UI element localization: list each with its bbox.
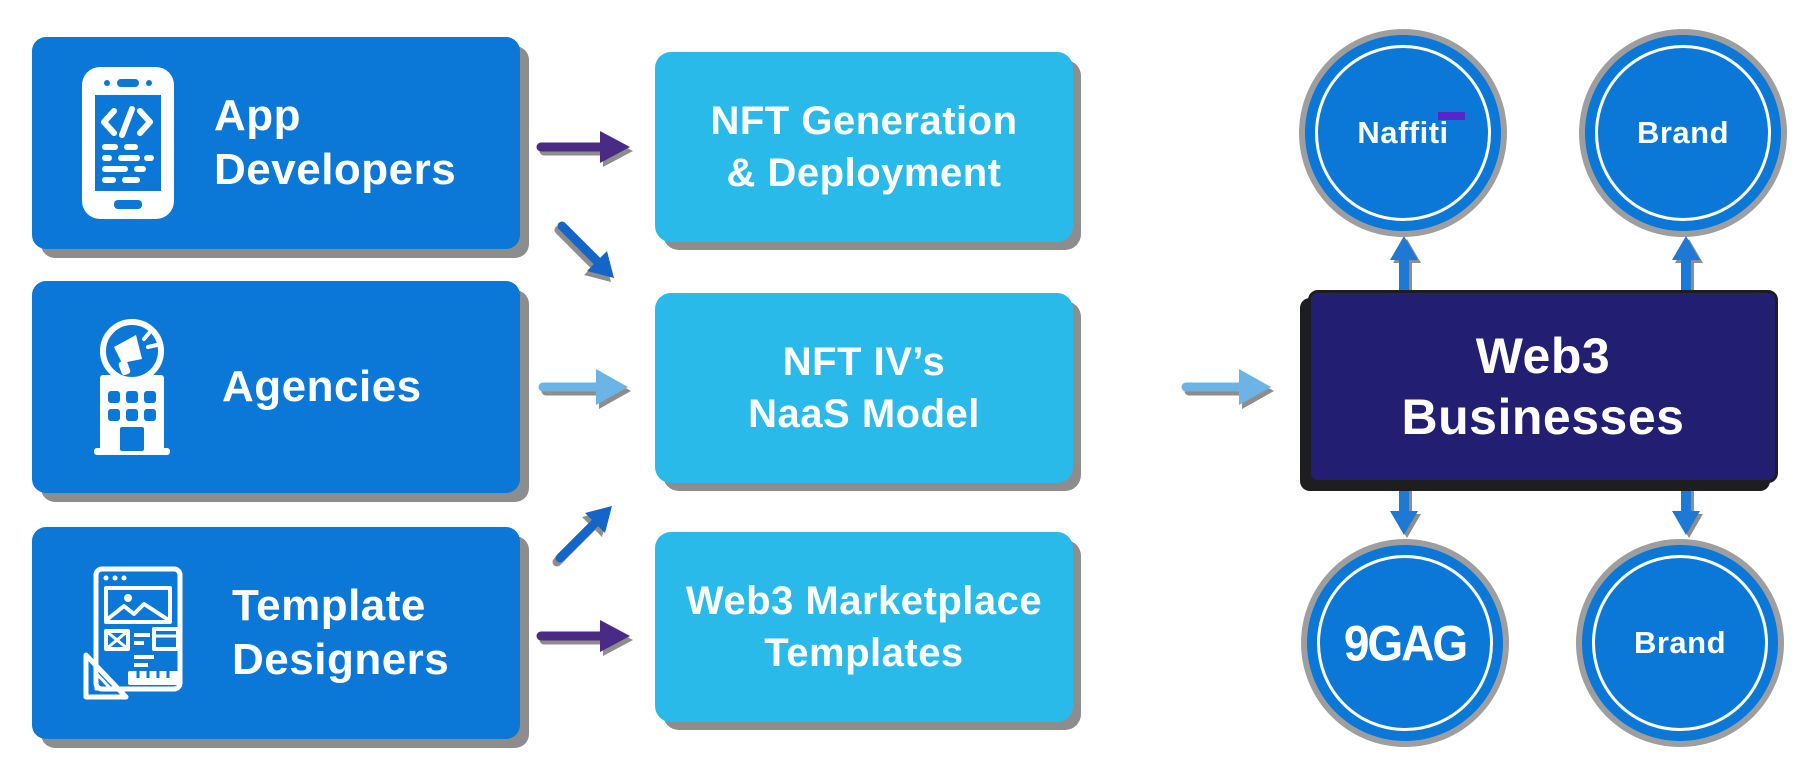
process-label: NFT Generation & Deployment (710, 95, 1017, 199)
arrow-app-developers-to-naas-model (554, 221, 614, 282)
arrow-web3-businesses-to-brand-top (1672, 236, 1703, 298)
partner-circle-9gag: 9GAG (1307, 545, 1503, 741)
destination-box-web3-businesses: Web3 Businesses (1308, 290, 1778, 483)
source-label-line: Template (232, 581, 426, 631)
arrow-naas-model-to-web3-businesses (1181, 369, 1274, 409)
process-box-nft-generation-deployment: NFT Generation & Deployment (655, 52, 1073, 242)
process-label-line: & Deployment (726, 151, 1002, 195)
arrow-template-designers-to-marketplace-templates (536, 620, 633, 656)
brand-label: Brand (1633, 625, 1727, 660)
arrow-agencies-to-naas-model (538, 369, 631, 409)
source-label: Agencies (222, 360, 422, 414)
destination-label-line: Web3 (1475, 327, 1611, 384)
template-design-tools-icon (83, 566, 183, 700)
source-box-template-designers: Template Designers (32, 527, 520, 739)
arrow-app-developers-to-nft-generation (536, 131, 633, 167)
source-box-app-developers: App Developers (32, 37, 520, 249)
9gag-logo: 9GAG (1343, 614, 1468, 672)
process-label-line: NaaS Model (748, 392, 980, 436)
brand-label: Brand (1636, 115, 1730, 150)
source-label-line: App (214, 91, 302, 141)
smartphone-code-icon (82, 67, 174, 219)
process-label: NFT IV’s NaaS Model (748, 336, 980, 440)
destination-label: Web3 Businesses (1402, 326, 1685, 448)
process-label-line: Web3 Marketplace (685, 579, 1043, 623)
source-label-line: Designers (232, 635, 450, 684)
circle-ring (1317, 555, 1493, 731)
arrow-web3-businesses-to-9gag (1390, 476, 1421, 538)
arrow-web3-businesses-to-brand-bottom (1672, 476, 1703, 538)
source-label: Template Designers (232, 579, 449, 686)
process-label-line: NFT IV’s (782, 340, 946, 384)
naffiti-logo-text: Naffiti (1357, 115, 1449, 150)
arrow-web3-businesses-to-naffiti (1390, 236, 1421, 298)
partner-circle-naffiti: Naffiti (1305, 35, 1501, 231)
process-label: Web3 Marketplace Templates (686, 575, 1042, 679)
source-label-line: Agencies (222, 362, 422, 412)
source-box-agencies: Agencies (32, 281, 520, 493)
destination-label-line: Businesses (1401, 388, 1685, 445)
naffiti-macron-mark (1437, 112, 1465, 120)
partner-circle-brand-top: Brand (1585, 35, 1781, 231)
process-box-nft-ivs-naas-model: NFT IV’s NaaS Model (655, 293, 1073, 483)
process-label-line: NFT Generation (710, 99, 1018, 143)
process-label-line: Templates (764, 631, 964, 675)
circle-ring (1595, 45, 1771, 221)
naffiti-logo: Naffiti (1357, 112, 1465, 151)
source-label: App Developers (214, 89, 456, 196)
circle-ring (1315, 45, 1491, 221)
partner-circle-brand-bottom: Brand (1582, 545, 1778, 741)
agency-building-megaphone-icon (94, 319, 170, 455)
process-box-web3-marketplace-templates: Web3 Marketplace Templates (655, 532, 1073, 722)
circle-ring (1592, 555, 1768, 731)
source-label-line: Developers (214, 145, 457, 194)
arrow-template-designers-to-naas-model (552, 506, 612, 567)
